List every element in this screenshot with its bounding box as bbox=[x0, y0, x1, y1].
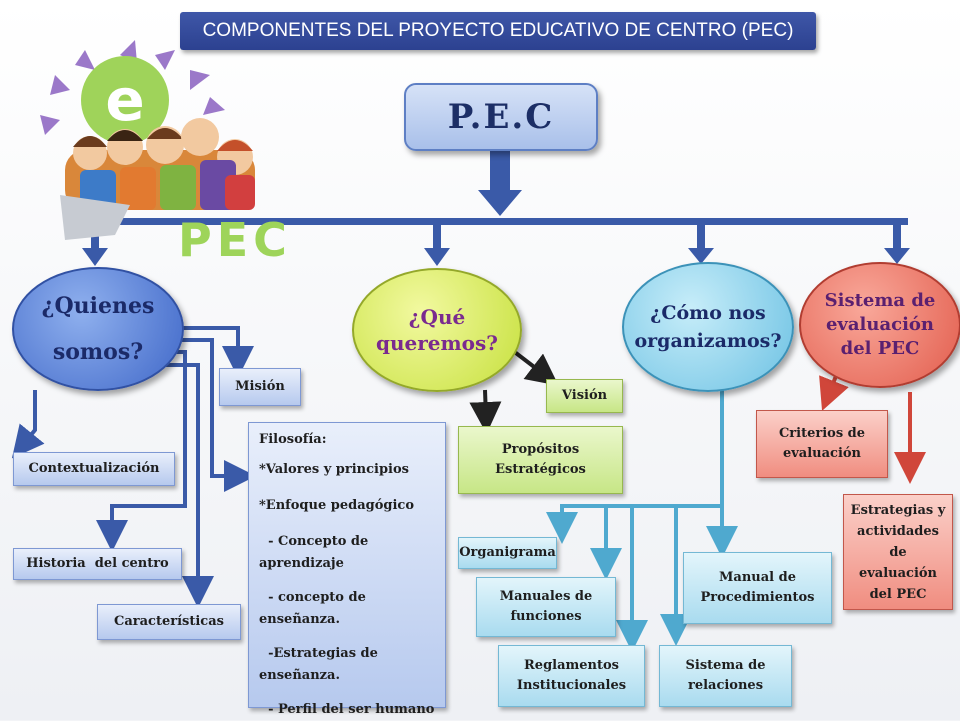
box-propositos-estrategicos: Propósitos Estratégicos bbox=[458, 426, 623, 494]
box-manuales-de-funciones: Manuales de funciones bbox=[476, 577, 616, 637]
box-criterios-de-evaluacion: Criterios de evaluación bbox=[756, 410, 888, 478]
horizontal-connector bbox=[92, 218, 908, 225]
page-title: COMPONENTES DEL PROYECTO EDUCATIVO DE CE… bbox=[180, 12, 816, 50]
que-label-line1: ¿Qué bbox=[408, 305, 466, 329]
filosofia-item-2: *Enfoque pedagógico bbox=[259, 498, 415, 513]
filosofia-item-6: - Perfil del ser humano bbox=[259, 702, 435, 717]
node-sistema-evaluacion: Sistema de evaluación del PEC bbox=[799, 262, 960, 388]
box-manual-de-procedimientos: Manual de Procedimientos bbox=[683, 552, 832, 624]
logo-children-figures bbox=[60, 118, 255, 240]
box-sistema-de-relaciones: Sistema de relaciones bbox=[659, 645, 792, 707]
sistema-label-line3: del PEC bbox=[840, 338, 920, 359]
box-caracteristicas: Características bbox=[97, 604, 241, 640]
logo-star-ring bbox=[40, 40, 225, 135]
filosofia-item-3: - Concepto de aprendizaje bbox=[259, 534, 373, 571]
filosofia-item-4: - concepto de enseñanza. bbox=[259, 590, 371, 627]
box-filosofia: Filosofía: *Valores y principios *Enfoqu… bbox=[248, 422, 446, 717]
box-mision: Misión bbox=[219, 368, 301, 406]
box-organigrama: Organigrama bbox=[458, 537, 557, 569]
sistema-label-line1: Sistema de bbox=[824, 290, 936, 311]
como-label-line1: ¿Cómo nos bbox=[650, 302, 766, 324]
node-quienes-somos: ¿Quienes somos? bbox=[12, 267, 184, 391]
box-estrategias-y-actividades: Estrategias y actividades de evaluación … bbox=[843, 494, 953, 610]
quienes-label-line2: somos? bbox=[52, 339, 144, 365]
quienes-connectors bbox=[11, 326, 256, 608]
filosofia-item-5: -Estrategias de enseñanza. bbox=[259, 646, 383, 683]
box-vision: Visión bbox=[546, 379, 623, 413]
logo-letter: e bbox=[105, 66, 144, 134]
que-connectors bbox=[469, 348, 559, 434]
filosofia-item-1: *Valores y principios bbox=[259, 462, 409, 477]
box-historia-del-centro: Historia del centro bbox=[13, 548, 182, 580]
logo-pec-text: PEC bbox=[178, 213, 292, 267]
quienes-label-line1: ¿Quienes bbox=[41, 293, 155, 319]
sistema-label-line2: evaluación bbox=[825, 314, 935, 335]
que-label-line2: queremos? bbox=[376, 331, 498, 355]
node-como-nos-organizamos: ¿Cómo nos organizamos? bbox=[622, 262, 794, 392]
pec-logo-illustration: e bbox=[40, 40, 255, 240]
root-node-pec: P.E.C bbox=[404, 83, 598, 151]
box-contextualizacion: Contextualización bbox=[13, 452, 175, 486]
como-label-line2: organizamos? bbox=[634, 330, 782, 352]
sistema-connectors bbox=[819, 375, 926, 484]
como-connectors bbox=[546, 390, 738, 652]
box-reglamentos-institucionales: Reglamentos Institucionales bbox=[498, 645, 645, 707]
main-down-arrow bbox=[478, 148, 522, 216]
node-que-queremos: ¿Qué queremos? bbox=[352, 268, 522, 392]
logo-green-circle bbox=[81, 56, 169, 144]
filosofia-item-0: Filosofía: bbox=[259, 432, 327, 447]
